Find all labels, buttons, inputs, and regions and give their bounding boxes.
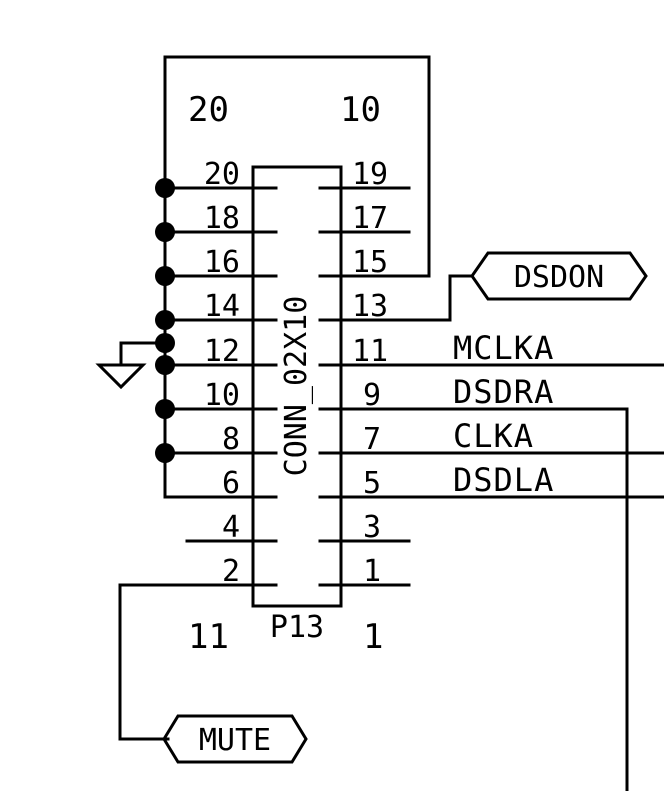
left-pin-stubs: [118, 186, 278, 587]
dsdon-wire: [448, 274, 474, 322]
pin-number: 6: [222, 466, 240, 501]
pin-number: 19: [352, 157, 388, 192]
right-pin-stubs: [318, 186, 664, 587]
pin-number: 7: [363, 422, 381, 457]
net-label-dsdla: DSDLA: [453, 461, 554, 499]
pin-number: 5: [363, 466, 381, 501]
mute-wire: [118, 583, 170, 741]
junction-dots: [155, 178, 175, 463]
pin-number: 17: [352, 201, 388, 236]
connector-body: [251, 165, 343, 608]
global-label-dsdon: DSDON: [514, 260, 604, 295]
mute-label-shape: [162, 714, 308, 764]
pin-number: 4: [222, 510, 240, 545]
pin-number: 14: [204, 289, 240, 324]
net-label-dsdra: DSDRA: [453, 373, 554, 411]
ground-wire: [119, 341, 167, 367]
net-label-clka: CLKA: [453, 417, 534, 455]
connector-value: CONN_02X10: [279, 296, 314, 477]
pin-number: 16: [204, 245, 240, 280]
pin-number: 18: [204, 201, 240, 236]
pin-number: 2: [222, 554, 240, 589]
pin-number: 8: [222, 422, 240, 457]
connector-reference: P13: [270, 610, 324, 645]
corner-label-top-right: 10: [340, 90, 381, 130]
corner-label-top-left: 20: [188, 90, 229, 130]
pin-number: 9: [363, 378, 381, 413]
corner-label-bottom-left: 11: [188, 617, 229, 657]
corner-label-bottom-right: 1: [363, 617, 383, 657]
pin-number: 20: [204, 157, 240, 192]
pin-number: 12: [204, 334, 240, 369]
pin-number: 10: [204, 378, 240, 413]
dsdon-label-shape: [470, 251, 648, 301]
pin-number: 3: [363, 510, 381, 545]
pin-number: 1: [363, 554, 381, 589]
pin-number: 13: [352, 289, 388, 324]
pin-number: 15: [352, 245, 388, 280]
ground-symbol-icon: [95, 363, 147, 390]
net-label-mclka: MCLKA: [453, 329, 554, 367]
pin-number: 11: [352, 334, 388, 369]
global-label-mute: MUTE: [199, 723, 271, 758]
